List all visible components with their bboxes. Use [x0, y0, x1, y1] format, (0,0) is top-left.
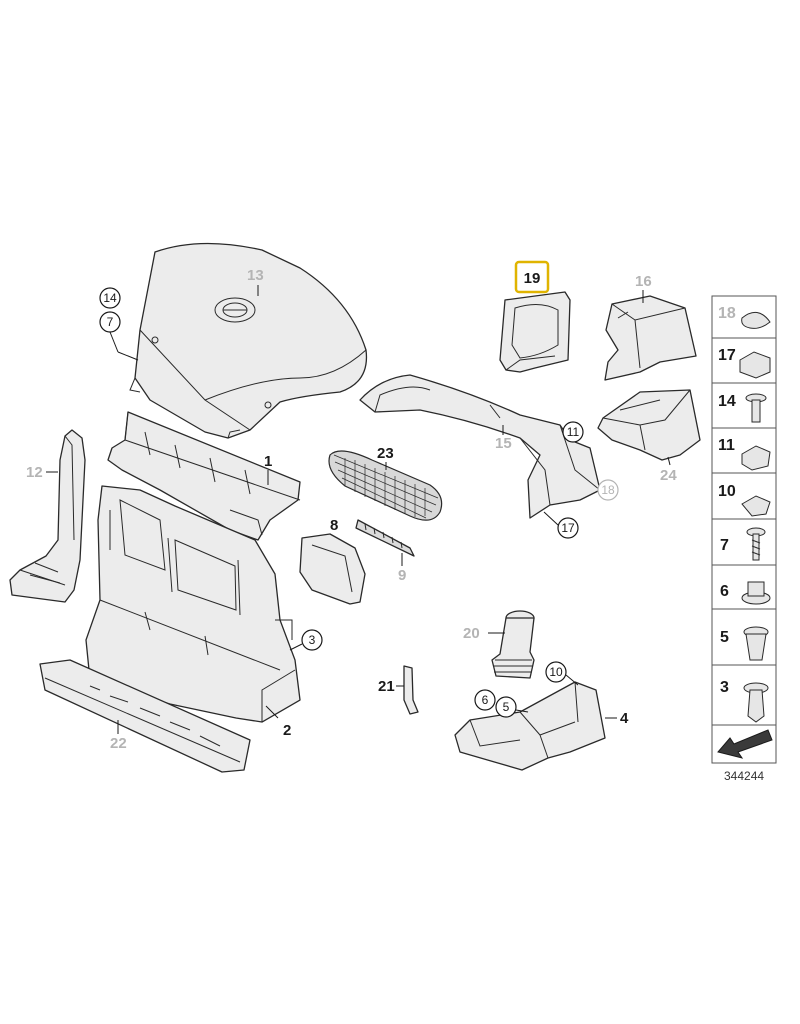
label-20: 20	[463, 625, 480, 642]
part-8-cover[interactable]	[299, 533, 366, 605]
legend-item-10[interactable]: 10	[711, 472, 777, 520]
part-16-duct[interactable]	[604, 295, 697, 381]
fastener-legend: 18 17 14 11 10	[711, 295, 777, 764]
callout-18[interactable]: 18	[597, 479, 619, 501]
part-1-crossmember[interactable]	[107, 411, 301, 541]
label-13: 13	[247, 267, 264, 284]
svg-text:7: 7	[107, 315, 114, 329]
diagram-number: 344244	[724, 769, 764, 783]
svg-text:6: 6	[482, 693, 489, 707]
expanding-nut-icon	[743, 626, 769, 661]
part-23-mesh-grille[interactable]	[328, 450, 443, 521]
svg-text:17: 17	[718, 347, 736, 364]
label-16: 16	[635, 273, 652, 290]
arrow-icon	[717, 729, 773, 759]
legend-item-5[interactable]: 5	[711, 608, 777, 666]
legend-item-17[interactable]: 17	[711, 337, 777, 384]
legend-item-3[interactable]: 3	[711, 664, 777, 726]
svg-text:11: 11	[567, 425, 580, 439]
part-15-air-guide[interactable]	[359, 374, 601, 519]
svg-text:14: 14	[103, 291, 117, 305]
svg-text:3: 3	[309, 633, 316, 647]
svg-text:17: 17	[561, 521, 575, 535]
svg-text:10: 10	[718, 483, 736, 500]
label-22: 22	[110, 735, 127, 752]
legend-item-11[interactable]: 11	[711, 427, 777, 474]
callout-10[interactable]: 10	[545, 661, 567, 683]
callout-14[interactable]: 14	[99, 287, 121, 309]
label-2: 2	[283, 722, 291, 739]
svg-text:5: 5	[503, 700, 510, 714]
callout-17[interactable]: 17	[557, 517, 579, 539]
svg-text:11: 11	[718, 437, 735, 454]
flange-nut-icon	[741, 581, 771, 605]
part-21-bracket[interactable]	[403, 665, 419, 715]
speed-nut-icon	[741, 495, 771, 517]
label-12: 12	[26, 464, 43, 481]
part-24-duct[interactable]	[597, 389, 701, 461]
highlight-box-19	[514, 260, 550, 294]
label-21: 21	[378, 678, 395, 695]
svg-text:5: 5	[720, 629, 729, 646]
svg-text:7: 7	[720, 537, 729, 554]
legend-item-7[interactable]: 7	[711, 518, 777, 566]
expansion-rivet-icon	[745, 393, 767, 423]
legend-item-14[interactable]: 14	[711, 382, 777, 429]
legend-item-arrow[interactable]	[711, 724, 777, 764]
clip-nut-icon	[741, 445, 771, 471]
part-13-cover[interactable]	[129, 242, 368, 439]
svg-text:3: 3	[720, 679, 729, 696]
spring-clip-icon	[739, 351, 771, 379]
label-8: 8	[330, 517, 338, 534]
label-19[interactable]: 19	[524, 270, 541, 287]
callout-5[interactable]: 5	[495, 696, 517, 718]
clip-ring-icon	[741, 311, 771, 329]
part-12-side-duct[interactable]	[9, 429, 86, 603]
part-19-bracket[interactable]	[499, 291, 571, 373]
push-rivet-icon	[743, 682, 769, 723]
label-24: 24	[660, 467, 677, 484]
callout-6[interactable]: 6	[474, 689, 496, 711]
legend-item-18[interactable]: 18	[711, 295, 777, 339]
svg-text:10: 10	[549, 665, 563, 679]
screw-icon	[746, 527, 766, 561]
label-4: 4	[620, 710, 629, 727]
part-22-splash-shield[interactable]	[39, 659, 251, 773]
callout-7[interactable]: 7	[99, 311, 121, 333]
svg-text:18: 18	[601, 483, 615, 497]
part-20-hose[interactable]	[491, 610, 535, 679]
legend-item-6[interactable]: 6	[711, 564, 777, 610]
svg-text:6: 6	[720, 583, 729, 600]
svg-text:14: 14	[718, 393, 736, 410]
part-2-frame[interactable]	[85, 485, 301, 723]
svg-text:18: 18	[718, 305, 736, 322]
label-23: 23	[377, 445, 394, 462]
label-15: 15	[495, 435, 512, 452]
callout-3[interactable]: 3	[301, 629, 323, 651]
label-1: 1	[264, 453, 272, 470]
label-9: 9	[398, 567, 406, 584]
callout-11[interactable]: 11	[562, 421, 584, 443]
part-9-strip[interactable]	[355, 519, 415, 557]
